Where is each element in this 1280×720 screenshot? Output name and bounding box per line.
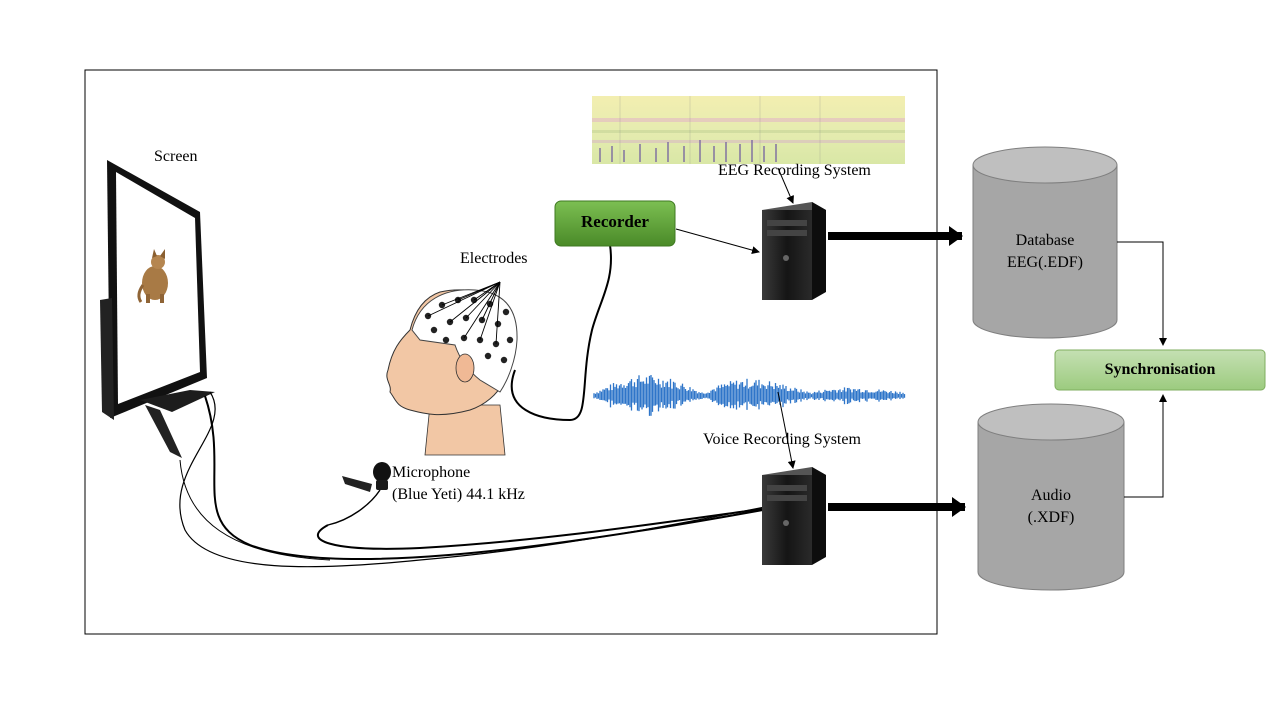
database-audio-label: Audio [1031,487,1071,504]
database-cylinder-icon [977,403,1125,591]
connectors [675,167,1167,517]
eeg-spectrogram-image [592,96,905,164]
synchronisation-label: Synchronisation [1104,361,1216,378]
voice-recording-system-label: Voice Recording System [703,431,861,448]
screen-label: Screen [154,148,198,165]
microphone-label: Microphone [392,464,471,481]
microphone-spec-label: (Blue Yeti) 44.1 kHz [392,486,525,503]
microphone-icon [342,462,391,492]
cables [179,244,793,568]
head-with-eeg-cap-icon [386,281,518,456]
audio-waveform-image [593,375,906,416]
experiment-frame [84,69,938,635]
recorder-label: Recorder [581,212,649,231]
computer-tower-icon [762,202,826,300]
computer-tower-icon [762,467,826,565]
monitor-icon [100,160,215,458]
recorder-box [554,200,676,247]
database-eeg-format-label: EEG(.EDF) [1007,254,1083,271]
database-eeg-label: Database [1015,232,1075,249]
cat-image [137,249,168,303]
electrodes-label: Electrodes [460,250,528,267]
synchronisation-box [1054,349,1266,391]
database-audio-format-label: (.XDF) [1027,509,1075,526]
eeg-recording-system-label: EEG Recording System [718,162,871,179]
database-cylinder-icon [972,146,1118,339]
